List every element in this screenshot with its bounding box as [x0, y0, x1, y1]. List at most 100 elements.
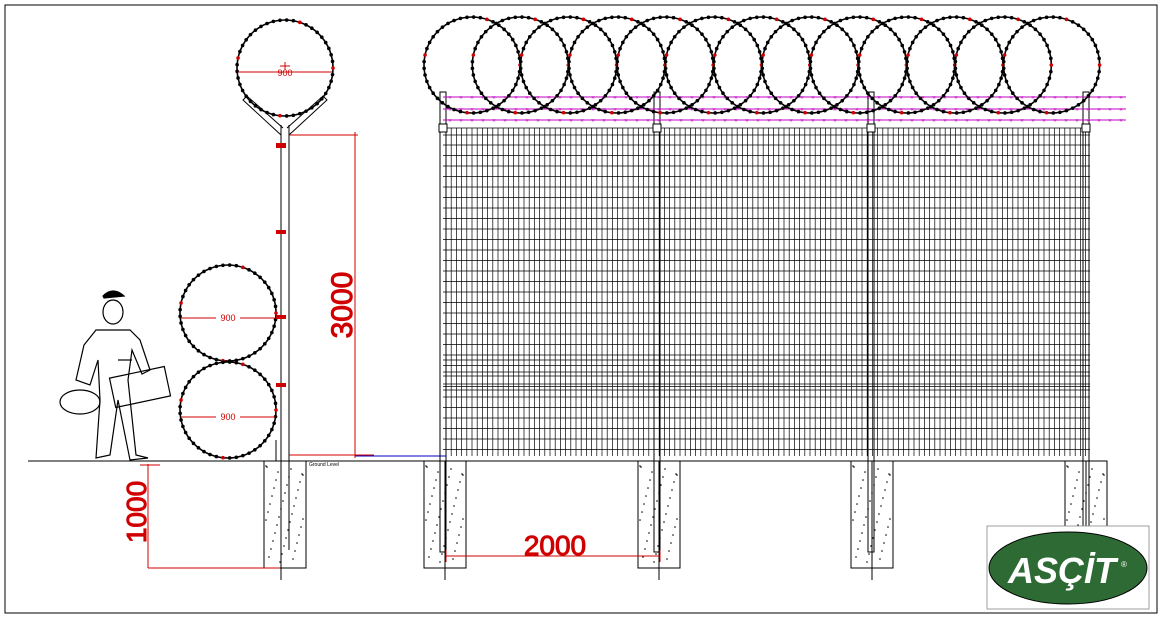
barb: × [481, 108, 485, 114]
razor-barb [330, 59, 335, 64]
concrete-speck [649, 479, 651, 481]
razor-barb [760, 59, 765, 64]
concrete-speck [286, 484, 288, 486]
razor-barb [542, 104, 547, 109]
razor-barb [773, 29, 778, 34]
razor-barb [929, 21, 933, 26]
razor-barb [803, 110, 807, 115]
concrete-speck [664, 468, 666, 470]
razor-barb [636, 106, 640, 110]
razor-barb [725, 29, 730, 34]
razor-barb [272, 324, 276, 329]
razor-barb [1025, 21, 1030, 26]
razor-barb [738, 102, 743, 107]
razor-barb [880, 21, 885, 26]
razor-barb [1028, 102, 1032, 107]
razor-barb [977, 21, 982, 26]
barb: × [1064, 119, 1068, 125]
razor-barb [527, 34, 532, 39]
ring-dimension-bottom: 900 [181, 411, 275, 422]
razor-barb [1086, 94, 1091, 98]
razor-barb [181, 294, 185, 299]
razor-barb [641, 23, 646, 28]
razor-barb [427, 40, 432, 45]
concrete-speck [1083, 500, 1085, 502]
concrete-speck [861, 532, 863, 534]
razor-barb [897, 37, 901, 42]
razor-barb [323, 91, 328, 96]
razor-barb [678, 108, 682, 113]
foundation-outline [263, 460, 307, 569]
razor-barb [906, 111, 911, 115]
razor-barb [202, 269, 206, 274]
barb: × [558, 96, 562, 102]
razor-barb [678, 17, 682, 22]
razor-barb [555, 94, 559, 98]
razor-barb [470, 59, 475, 64]
barb: × [1020, 108, 1024, 114]
razor-barb [870, 96, 874, 101]
razor-barb [754, 110, 759, 115]
razor-barb [564, 49, 569, 54]
concrete-speck [676, 518, 678, 520]
barb: × [712, 96, 716, 102]
barb: × [767, 96, 771, 102]
barb: × [591, 108, 595, 114]
razor-barb [446, 21, 450, 26]
concrete-speck [293, 505, 295, 507]
razor-barb [786, 23, 791, 28]
concrete-speck [675, 473, 677, 475]
razor-barb [298, 20, 302, 25]
razor-barb [706, 15, 711, 20]
razor-barb [568, 53, 572, 57]
concrete-speck [655, 553, 657, 555]
razor-barb [248, 32, 253, 37]
razor-barb [700, 16, 704, 21]
razor-barb [1070, 106, 1075, 110]
concrete-speck [866, 561, 868, 563]
razor-barb [214, 357, 219, 362]
razor-barb [893, 109, 897, 114]
razor-barb [1097, 56, 1101, 61]
concrete-speck [277, 471, 279, 473]
razor-barb [621, 40, 625, 45]
razor-barb [259, 107, 263, 112]
barb: × [932, 108, 936, 114]
concrete-speck [269, 503, 271, 505]
razor-barb [304, 109, 308, 113]
barb: × [899, 108, 903, 114]
concrete-speck [272, 540, 274, 542]
barb: × [965, 108, 969, 114]
barb: × [591, 119, 595, 125]
barb: × [1119, 108, 1123, 114]
concrete-speck [865, 516, 867, 518]
razor-barb [1015, 96, 1019, 101]
barb: × [492, 108, 496, 114]
razor-barb [684, 20, 689, 24]
razor-barb [1058, 110, 1062, 115]
razor-coil [760, 15, 860, 115]
barb: × [1086, 119, 1090, 125]
concrete-speck [455, 497, 457, 499]
razor-barb [624, 91, 629, 96]
svg-text:3000: 3000 [326, 272, 359, 339]
barb: × [976, 108, 980, 114]
razor-barb [655, 37, 660, 42]
razor-barb [823, 108, 827, 113]
concrete-speck [884, 489, 886, 491]
razor-barb [706, 110, 711, 115]
razor-barb [803, 82, 808, 87]
razor-barb [796, 94, 801, 98]
concrete-speck [881, 550, 883, 552]
razor-barb [610, 110, 614, 115]
razor-barb [440, 101, 445, 105]
razor-barb [500, 107, 505, 112]
razor-barb [519, 53, 524, 57]
razor-barb [520, 111, 524, 115]
razor-barb [761, 15, 766, 19]
razor-barb [748, 109, 752, 114]
svg-text:1000: 1000 [121, 481, 152, 543]
razor-barb [196, 349, 201, 353]
barb: × [998, 119, 1002, 125]
razor-barb [693, 107, 698, 112]
